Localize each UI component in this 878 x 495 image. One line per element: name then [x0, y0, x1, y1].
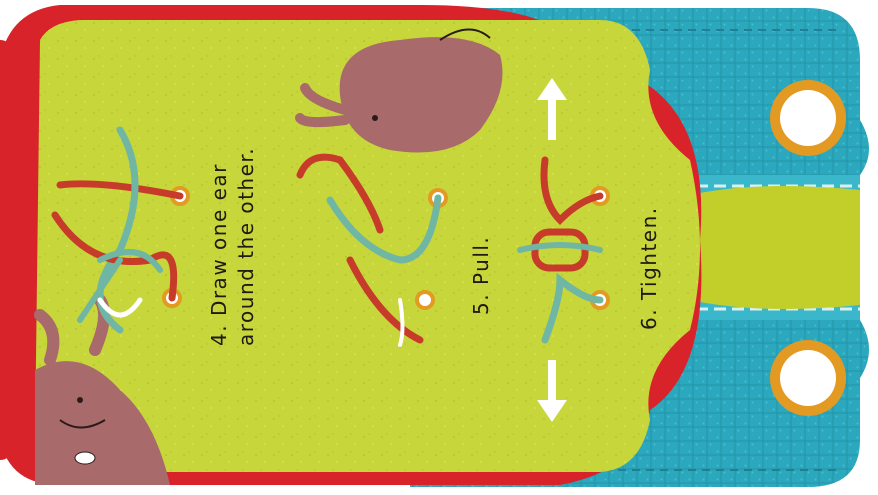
step-6-text: 6. Tighten. [636, 206, 663, 330]
step-4-line-2: around the other. [233, 147, 260, 346]
eyelet-bottom [770, 340, 846, 416]
shoe-tongue [675, 186, 860, 309]
eyelet-top [770, 80, 846, 156]
step-4-text: 4. Draw one ear around the other. [206, 147, 260, 346]
previous-card-edge [0, 40, 18, 460]
step-4-line-1: 4. Draw one ear [206, 147, 233, 346]
step-5-text: 5. Pull. [468, 236, 495, 315]
